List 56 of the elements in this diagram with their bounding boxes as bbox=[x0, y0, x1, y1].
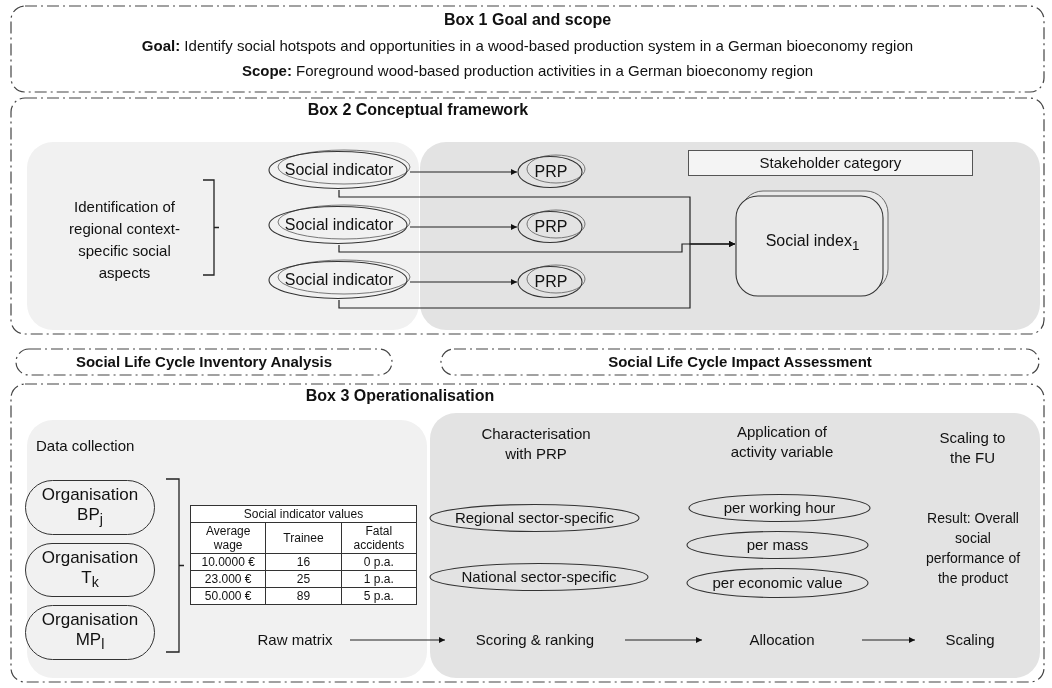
prp-ellipse: PRP bbox=[517, 155, 585, 189]
organisation-capsule: Organisation BP$_{j}$ bbox=[25, 480, 155, 535]
indicator-ellipse: Social indicator bbox=[268, 150, 410, 190]
phase-band: Social Life Cycle Impact Assessment bbox=[440, 348, 1040, 376]
data-value: 50.000 € bbox=[190, 587, 266, 605]
data-value: 23.000 € bbox=[190, 570, 266, 588]
dashed-frame bbox=[10, 5, 1045, 93]
result-text: Result: Overall social performance of the product bbox=[924, 509, 1022, 588]
step-label: Allocation bbox=[702, 628, 862, 652]
arrow bbox=[338, 241, 736, 309]
data-value: 1 p.a. bbox=[341, 570, 417, 588]
data-value: 10.0000 € bbox=[190, 553, 266, 571]
section-heading: Data collection bbox=[36, 436, 136, 456]
arrow bbox=[409, 224, 518, 230]
column-header: Fatal accidents bbox=[341, 522, 417, 554]
table-title: Social indicator values bbox=[190, 505, 417, 523]
indicator-ellipse: Social indicator bbox=[268, 205, 410, 245]
organisation-capsule: Organisation T$_{k}$ bbox=[25, 543, 155, 597]
column-header: Trainee bbox=[265, 522, 342, 554]
goal-statement: Goal: Identify social hotspots and opportunities in a wood-based production system in a German bioeconomy region bbox=[140, 36, 915, 56]
phase-band: Social Life Cycle Inventory Analysis bbox=[15, 348, 393, 376]
option-ellipse: per working hour bbox=[687, 493, 872, 523]
option-ellipse: National sector-specific bbox=[428, 562, 650, 592]
data-value: 16 bbox=[265, 553, 342, 571]
scope-statement: Scope: Foreground wood-based production activities in a German bioeconomy region bbox=[240, 61, 815, 81]
step-label: Scoring & ranking bbox=[445, 628, 625, 652]
category-label-box: Stakeholder category bbox=[688, 150, 973, 176]
data-value: 0 p.a. bbox=[341, 553, 417, 571]
arrow bbox=[409, 279, 518, 285]
section-heading: Scaling to the FU bbox=[938, 428, 1007, 468]
data-value: 89 bbox=[265, 587, 342, 605]
arrow bbox=[409, 169, 518, 175]
option-ellipse: per economic value bbox=[685, 567, 870, 599]
arrow bbox=[861, 637, 916, 643]
section-heading: Characterisation with PRP bbox=[480, 424, 592, 464]
panel-background bbox=[430, 413, 1040, 678]
prp-ellipse: PRP bbox=[517, 265, 585, 299]
box-title: Box 1 Goal and scope bbox=[442, 10, 613, 30]
data-value: 5 p.a. bbox=[341, 587, 417, 605]
data-value: 25 bbox=[265, 570, 342, 588]
option-ellipse: per mass bbox=[685, 530, 870, 560]
matrix-caption: Raw matrix bbox=[240, 628, 350, 652]
box-title: Box 2 Conceptual framework bbox=[306, 100, 530, 120]
dashed-frame bbox=[10, 97, 1045, 335]
indicator-ellipse: Social indicator bbox=[268, 260, 410, 300]
arrow bbox=[349, 637, 446, 643]
prp-ellipse: PRP bbox=[517, 210, 585, 244]
column-header: Average wage bbox=[190, 522, 266, 554]
arrow bbox=[624, 637, 703, 643]
step-label: Scaling bbox=[915, 628, 1025, 652]
box-title: Box 3 Operationalisation bbox=[304, 386, 496, 406]
section-heading: Application of activity variable bbox=[729, 422, 835, 462]
option-ellipse: Regional sector-specific bbox=[428, 503, 641, 533]
dashed-frame bbox=[10, 383, 1045, 683]
aspect-text: Identification of regional context-specific social aspects bbox=[68, 197, 181, 283]
organisation-capsule: Organisation MP$_{l}$ bbox=[25, 605, 155, 660]
